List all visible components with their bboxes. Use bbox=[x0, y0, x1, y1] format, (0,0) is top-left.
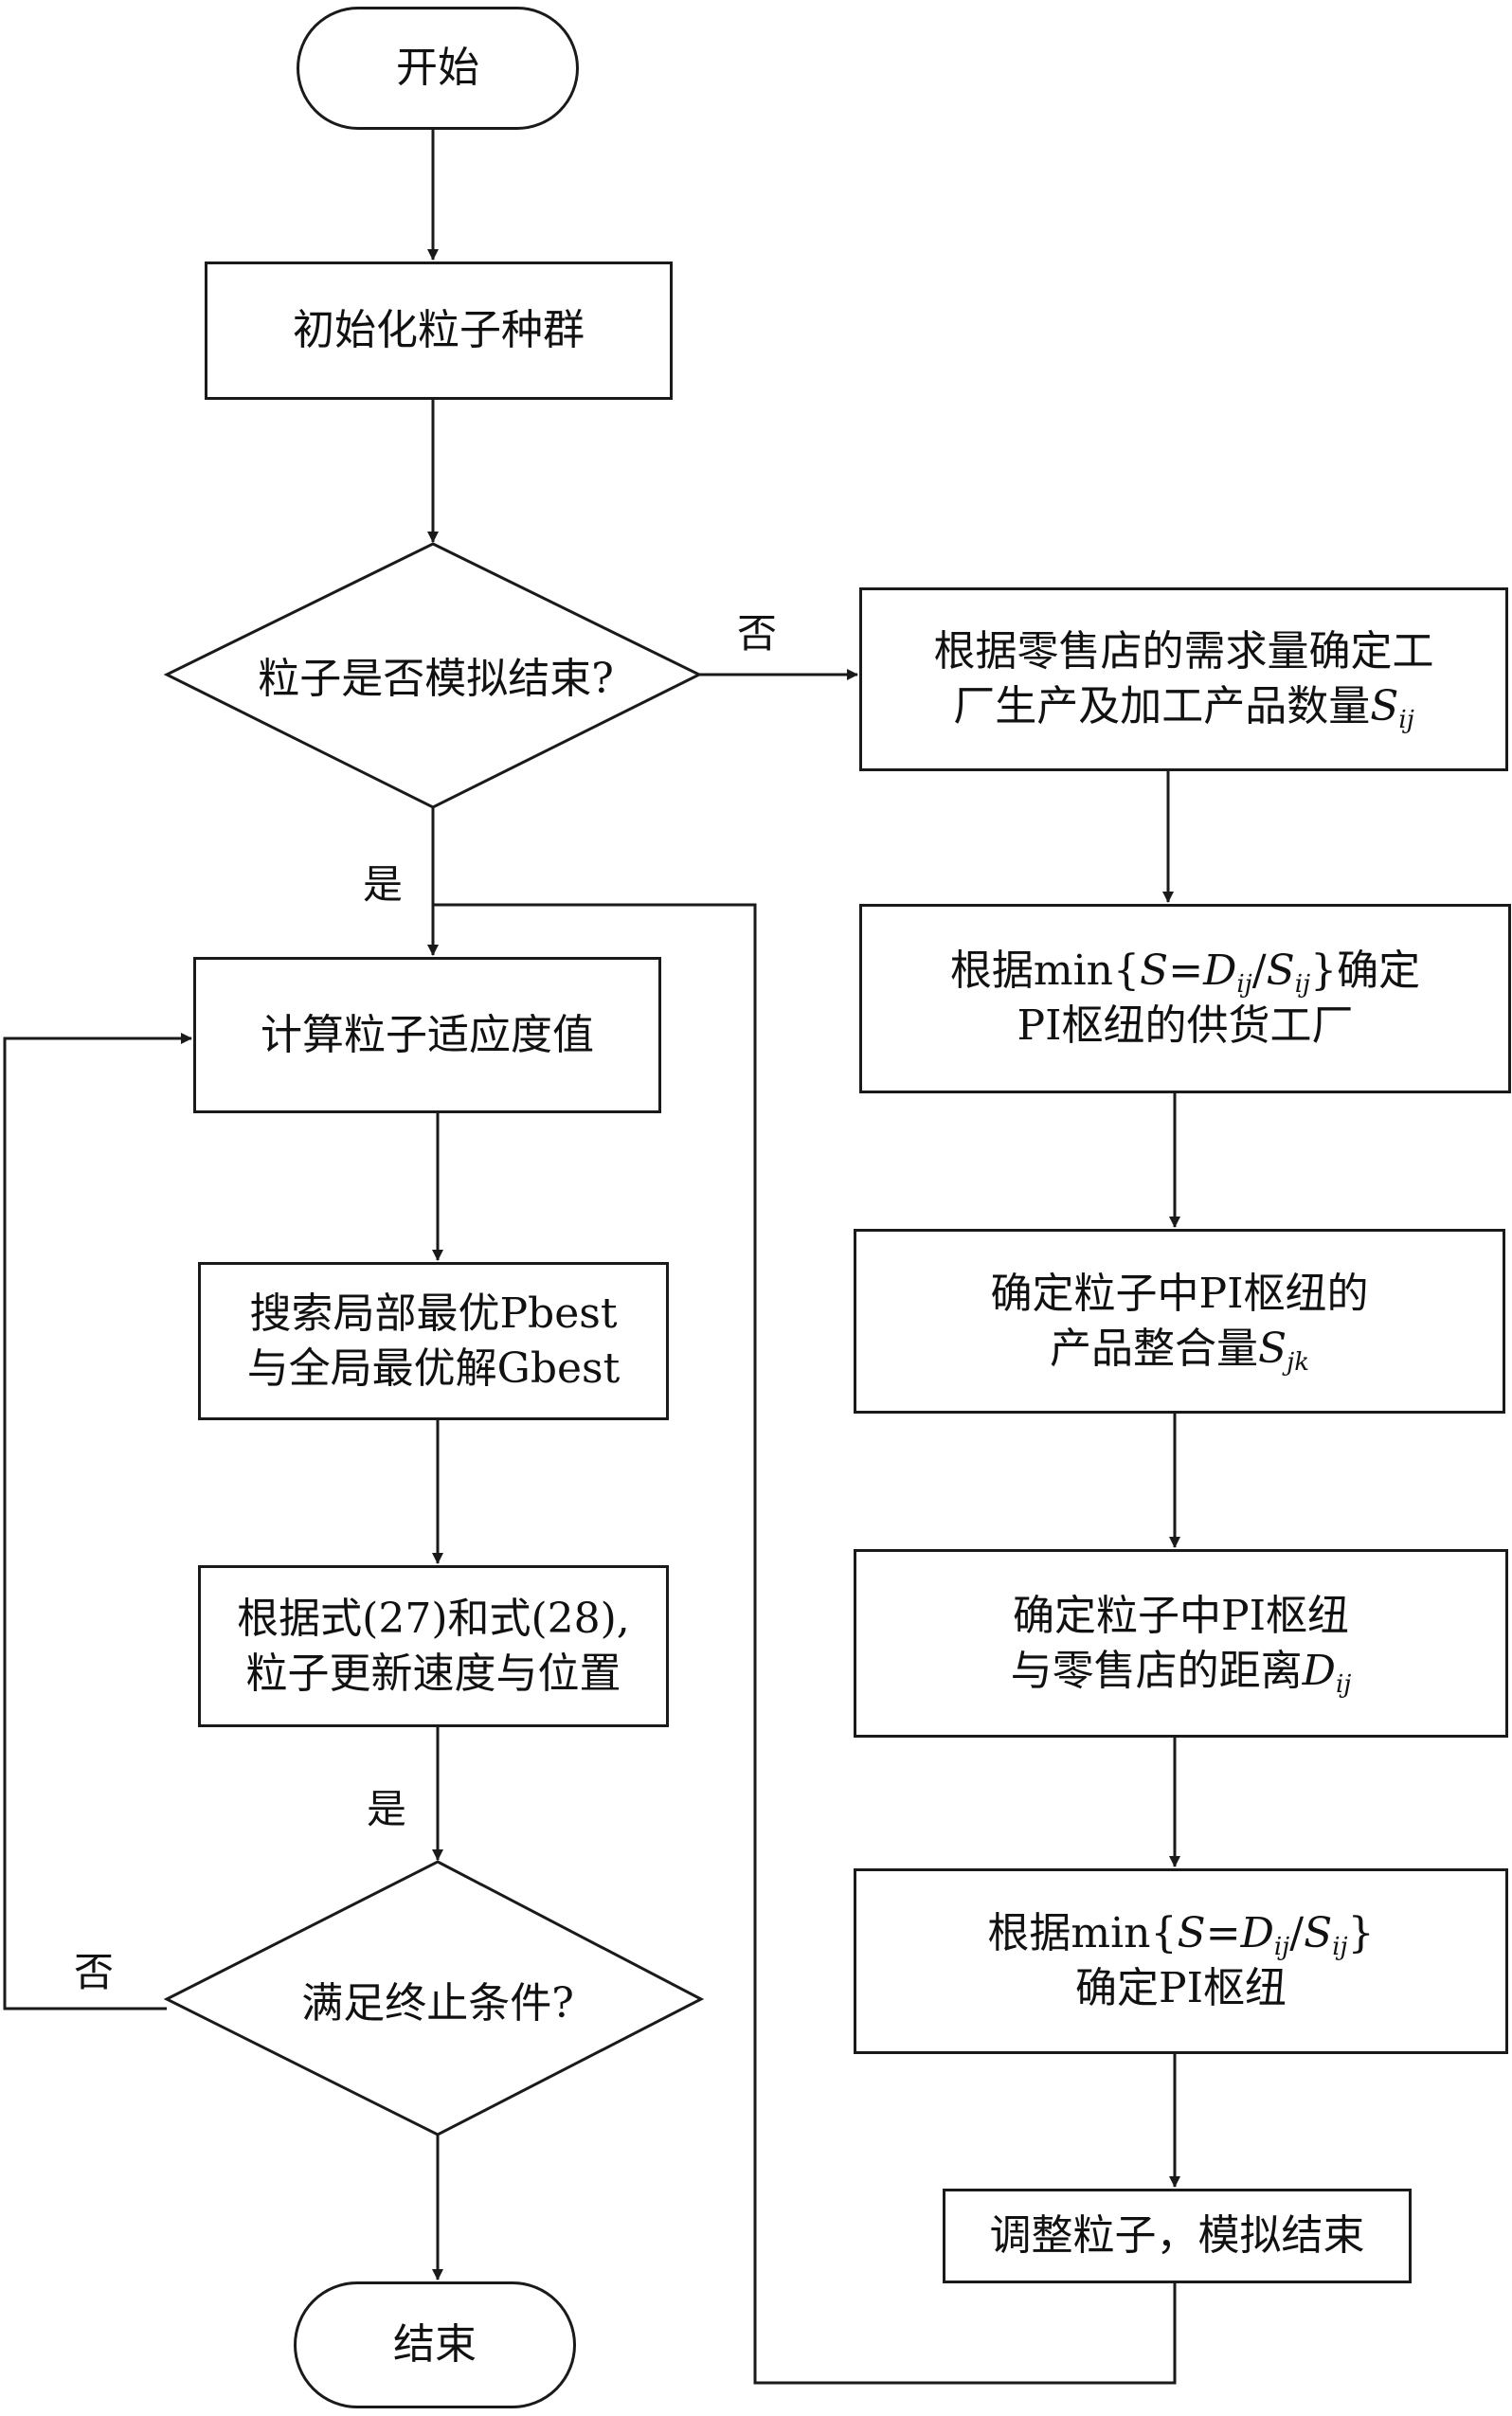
edge-label-yes-down: 是 bbox=[363, 861, 404, 908]
fitness-box: 计算粒子适应度值 bbox=[193, 957, 661, 1113]
search-line1: 搜索局部最优Pbest bbox=[249, 1289, 618, 1338]
r1-line2: 厂生产及加工产品数量Sij bbox=[953, 679, 1414, 734]
r1-line2-text: 厂生产及加工产品数量 bbox=[953, 682, 1371, 730]
r4-line2: 与零售店的距离Dij bbox=[1011, 1644, 1352, 1699]
r4-sub: ij bbox=[1335, 1669, 1352, 1699]
r3-line2: 产品整合量Sjk bbox=[1050, 1322, 1309, 1377]
search-box: 搜索局部最优Pbest 与全局最优解Gbest bbox=[198, 1262, 669, 1420]
update-box: 根据式(27)和式(28), 粒子更新速度与位置 bbox=[198, 1565, 669, 1727]
r5-line1-pre: 根据min{ bbox=[987, 1909, 1178, 1957]
r4-line1: 确定粒子中PI枢纽 bbox=[1013, 1591, 1349, 1640]
r2-line1: 根据min{S=Dij/Sij}确定 bbox=[950, 944, 1420, 999]
r2-box: 根据min{S=Dij/Sij}确定 PI枢纽的供货工厂 bbox=[859, 904, 1511, 1093]
decision-sim-text: 粒子是否模拟结束? bbox=[218, 644, 654, 705]
r5-line1: 根据min{S=Dij/Sij} bbox=[987, 1906, 1374, 1961]
edge-label-no-loop: 否 bbox=[74, 1949, 115, 1995]
r3-var: S bbox=[1258, 1324, 1287, 1373]
r5-var-s2: S bbox=[1304, 1909, 1333, 1957]
r5-eq: = bbox=[1205, 1909, 1241, 1957]
r3-sub: jk bbox=[1287, 1347, 1309, 1377]
r5-slash: / bbox=[1289, 1909, 1305, 1957]
update-line2: 粒子更新速度与位置 bbox=[245, 1649, 621, 1698]
start-label: 开始 bbox=[396, 44, 479, 92]
r5-var-s: S bbox=[1177, 1909, 1206, 1957]
end-terminal: 结束 bbox=[294, 2281, 576, 2408]
r2-var-d: D bbox=[1203, 947, 1237, 995]
fitness-label: 计算粒子适应度值 bbox=[261, 1010, 594, 1059]
r4-box: 确定粒子中PI枢纽 与零售店的距离Dij bbox=[854, 1549, 1508, 1738]
r1-sub: ij bbox=[1398, 706, 1414, 734]
edge-label-yes-update: 是 bbox=[367, 1786, 407, 1832]
init-label: 初始化粒子种群 bbox=[293, 306, 585, 354]
r6-box: 调整粒子，模拟结束 bbox=[943, 2189, 1412, 2283]
r2-eq: = bbox=[1168, 947, 1204, 995]
r2-line2: PI枢纽的供货工厂 bbox=[1017, 1001, 1354, 1050]
r1-box: 根据零售店的需求量确定工 厂生产及加工产品数量Sij bbox=[859, 587, 1508, 771]
update-line1: 根据式(27)和式(28), bbox=[237, 1594, 630, 1643]
r2-line1-pre: 根据min{ bbox=[949, 947, 1141, 995]
r5-var-d: D bbox=[1240, 1909, 1274, 1957]
r6-label: 调整粒子，模拟结束 bbox=[989, 2211, 1365, 2260]
r4-var: D bbox=[1302, 1646, 1336, 1695]
r3-box: 确定粒子中PI枢纽的 产品整合量Sjk bbox=[854, 1229, 1505, 1414]
decision-stop-text: 满足终止条件? bbox=[237, 1969, 639, 2029]
r4-line2-text: 与零售店的距离 bbox=[1010, 1646, 1303, 1695]
r5-line1-post: } bbox=[1347, 1909, 1375, 1957]
r1-var: S bbox=[1370, 682, 1399, 730]
r2-line1-post: }确定 bbox=[1310, 947, 1421, 995]
r2-slash: / bbox=[1251, 947, 1267, 995]
search-line2: 与全局最优解Gbest bbox=[246, 1343, 621, 1393]
loop-right-to-left bbox=[433, 903, 1177, 2385]
r2-var-s2: S bbox=[1266, 947, 1295, 995]
r2-sub-s2: ij bbox=[1294, 970, 1311, 999]
edge-label-no-right: 否 bbox=[737, 610, 778, 657]
loop-no-to-fitness bbox=[3, 1033, 192, 2010]
decision-stop-label: 满足终止条件? bbox=[301, 1979, 574, 2028]
r1-line1: 根据零售店的需求量确定工 bbox=[933, 627, 1434, 676]
r5-sub-d: ij bbox=[1273, 1933, 1290, 1961]
r5-line2: 确定PI枢纽 bbox=[1075, 1964, 1287, 2012]
r3-line1: 确定粒子中PI枢纽的 bbox=[990, 1269, 1369, 1318]
end-label: 结束 bbox=[393, 2320, 477, 2369]
r2-sub-d: ij bbox=[1236, 970, 1252, 999]
r3-line2-text: 产品整合量 bbox=[1050, 1324, 1258, 1373]
init-box: 初始化粒子种群 bbox=[205, 261, 673, 400]
r5-sub-s2: ij bbox=[1332, 1933, 1348, 1961]
r5-box: 根据min{S=Dij/Sij} 确定PI枢纽 bbox=[854, 1868, 1508, 2054]
start-terminal: 开始 bbox=[297, 7, 579, 130]
r2-var-s: S bbox=[1140, 947, 1169, 995]
decision-sim-label: 粒子是否模拟结束? bbox=[258, 655, 614, 703]
